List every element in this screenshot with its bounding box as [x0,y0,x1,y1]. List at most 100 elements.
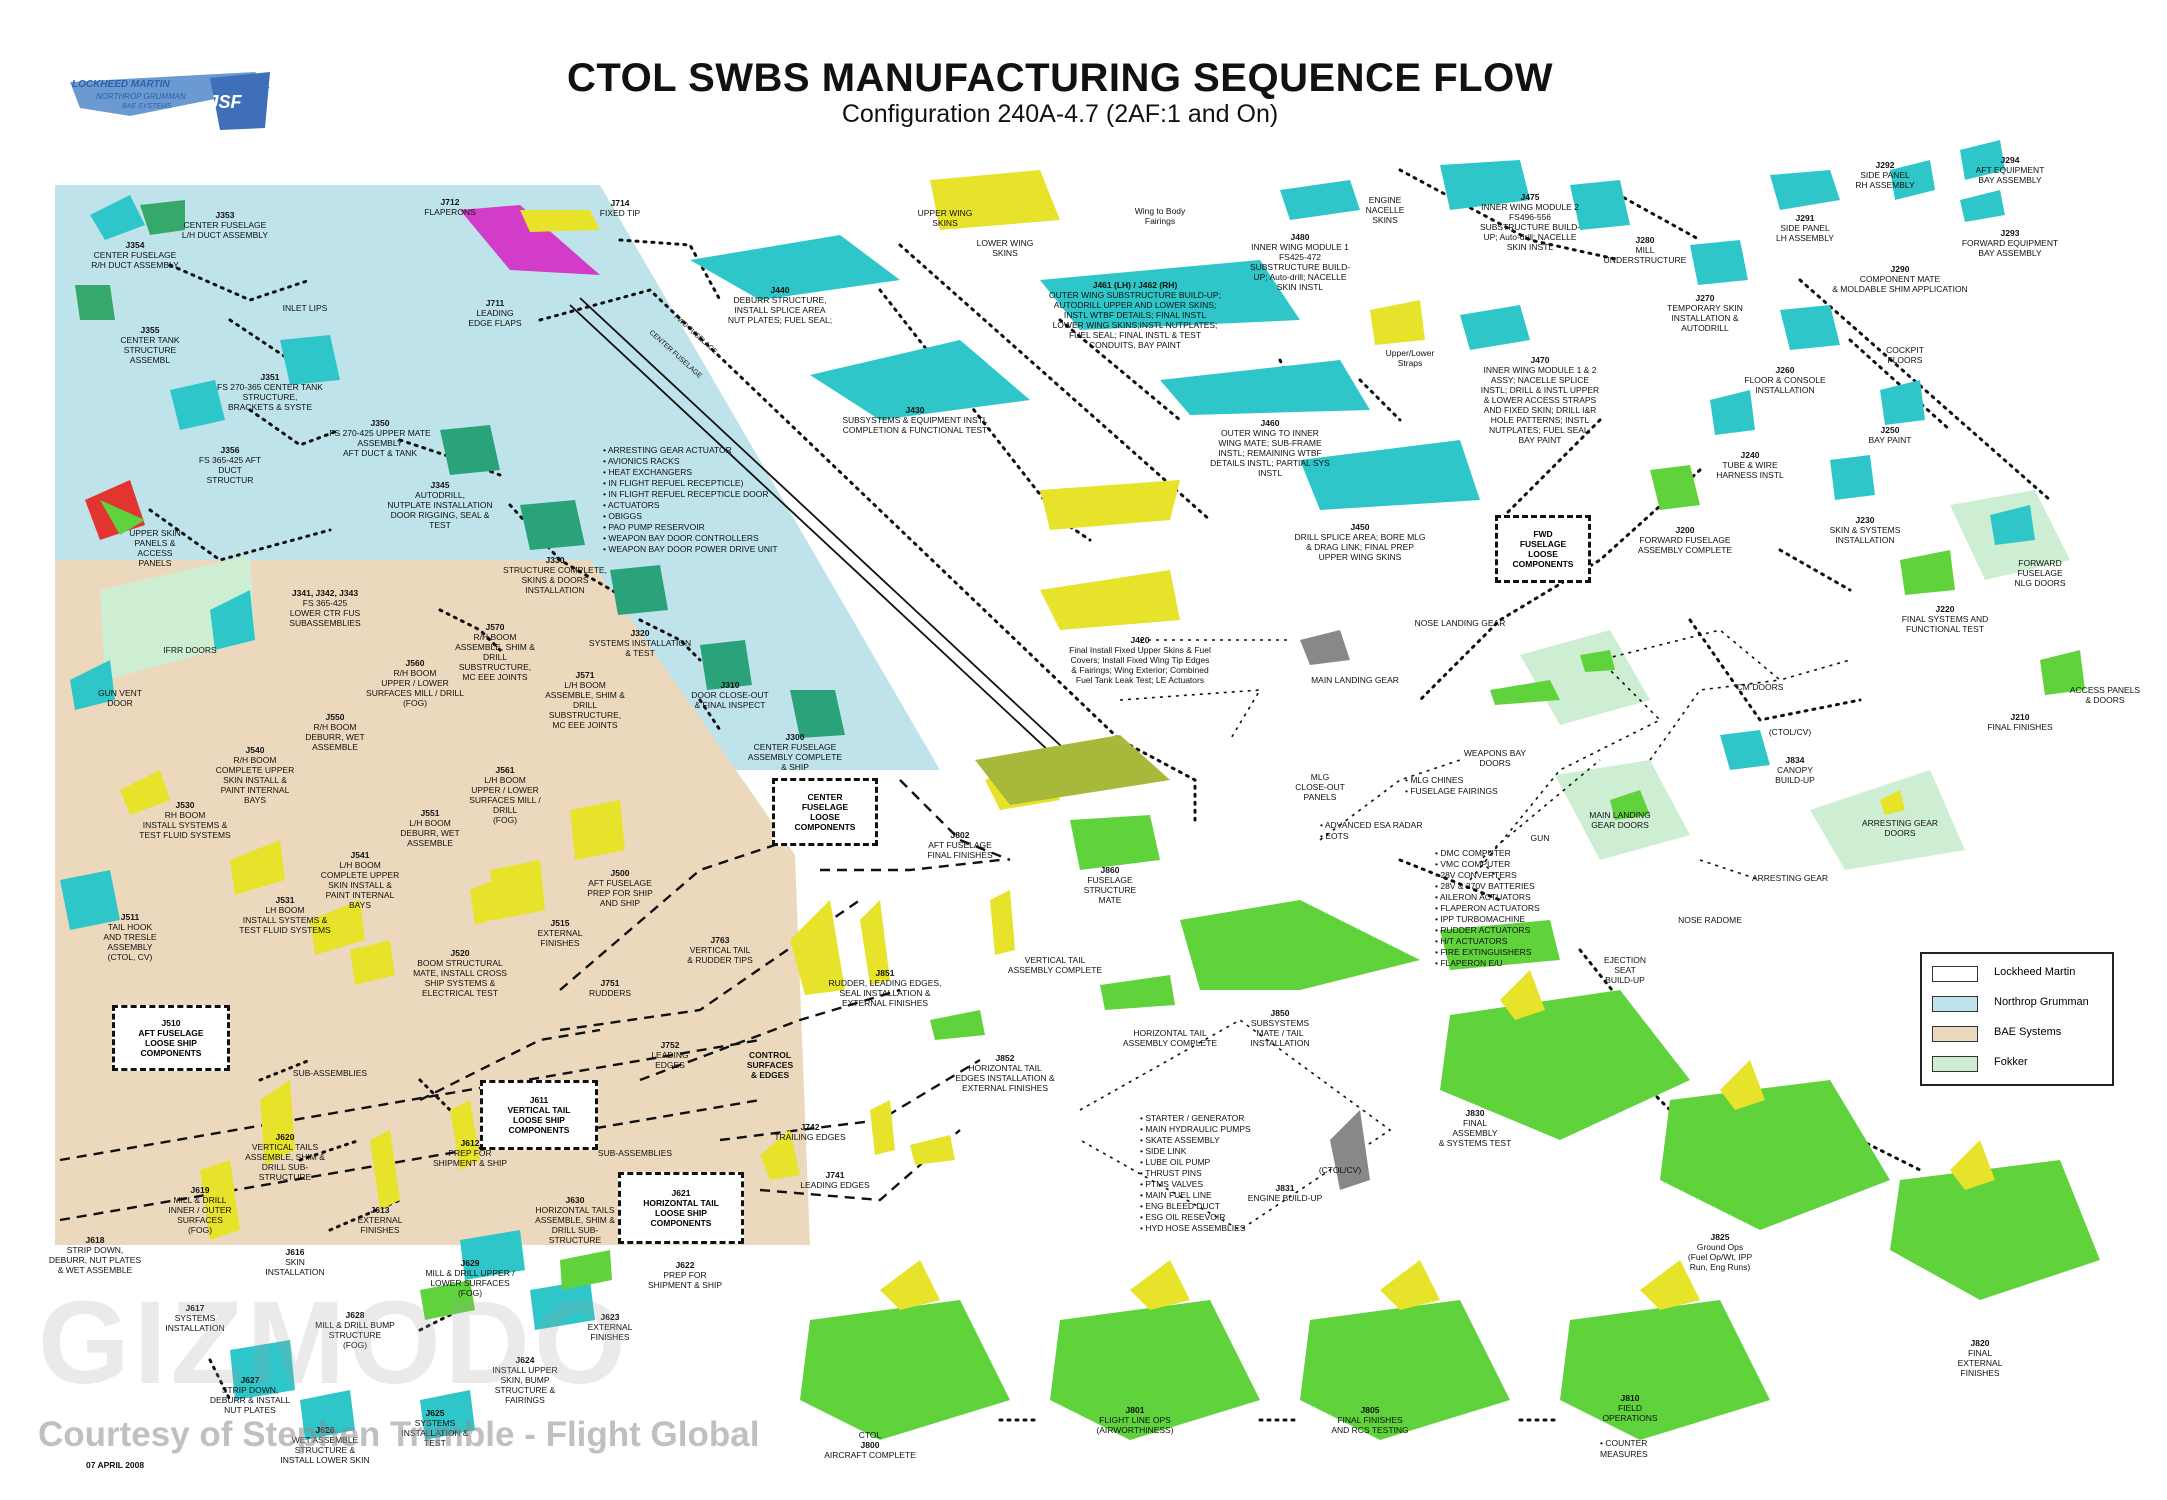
radar-list: ADVANCED ESA RADAREOTS [1320,820,1440,842]
label-arresting-gear: ARRESTING GEAR [1751,873,1829,883]
label-ctol: CTOL [858,1430,882,1440]
diagram-title: CTOL SWBS MANUFACTURING SEQUENCE FLOW [567,56,1553,100]
legend-item-bae: BAE Systems [1932,1024,2102,1042]
label-upper-wing-skins: UPPER WING SKINS [917,208,973,228]
gizmodo-watermark: GIZMODO [38,1277,630,1409]
legend-swatch-bae [1932,1026,1978,1042]
label-main-landing-gear: MAIN LANDING GEAR [1311,675,1399,685]
legend-item-northrop: Northrop Grumman [1932,994,2102,1012]
label-vertical-tail-assembly-complete: VERTICAL TAIL ASSEMBLY COMPLETE [1007,955,1103,975]
double-flow-line [569,297,1091,781]
label-ifrr-doors: IFRR DOORS [163,645,217,655]
forward-fuselage-illustrations [1570,140,2085,695]
logo-northrop: NORTHROP GRUMMAN [96,92,186,101]
label-ejection-seat-build-up: EJECTION SEAT BUILD-UP [1603,955,1647,985]
fwd-fuselage-loose-components: FWD FUSELAGE LOOSE COMPONENTS [1495,515,1591,583]
legend-swatch-fokker [1932,1056,1978,1072]
label-gun: GUN [1530,833,1550,843]
document-date: 07 APRIL 2008 [86,1460,145,1470]
label-engine-nacelle-skins: ENGINE NACELLE SKINS [1365,195,1405,225]
engine-build-up-list: STARTER / GENERATORMAIN HYDRAULIC PUMPSS… [1140,1113,1270,1234]
label-lower-wing-skins: LOWER WING SKINS [976,238,1034,258]
northrop-part-illustrations [70,195,845,738]
legend-item-fokker: Fokker [1932,1054,2102,1072]
logo-jsf: JSF [208,92,242,112]
label-horizontal-tail-assembly-complete: HORIZONTAL TAIL ASSEMBLY COMPLETE [1122,1028,1218,1048]
label-upper-skin-panels: UPPER SKIN PANELS & ACCESS PANELS [129,528,181,568]
fokker-region-1 [1520,630,1650,725]
label-main-landing-gear-doors: MAIN LANDING GEAR DOORS [1589,810,1651,830]
label-gun-vent-door: GUN VENT DOOR [98,688,142,708]
label-mlg-close-out-panels: MLG CLOSE-OUT PANELS [1295,772,1345,802]
legend-swatch-lockheed [1932,966,1978,982]
label-nose-radome: NOSE RADOME [1678,915,1742,925]
label-inlet-lips: INLET LIPS [282,303,328,313]
logo-lockheed: LOCKHEED MARTIN [72,79,170,90]
